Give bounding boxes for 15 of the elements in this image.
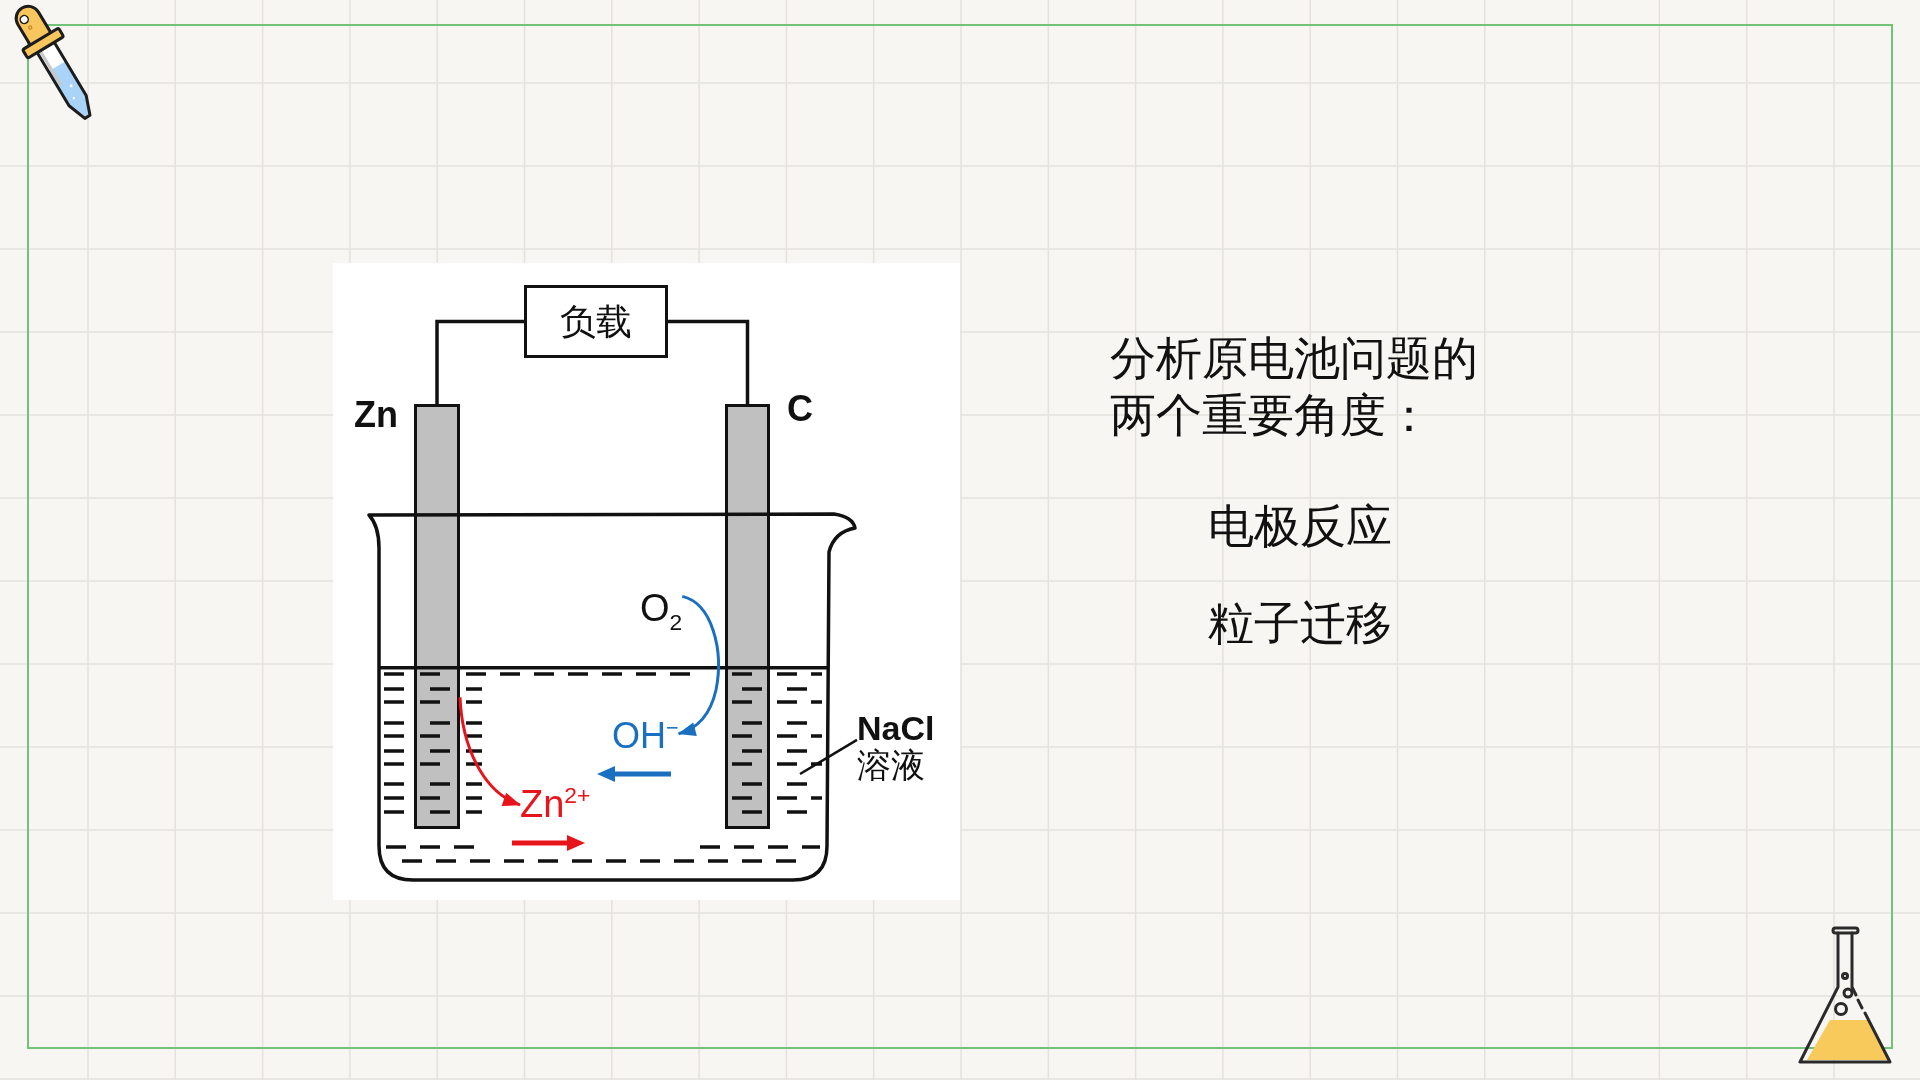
load-box: 负载 [524, 285, 668, 358]
arrow [677, 594, 720, 736]
topic-label: 粒子迁移 [1208, 596, 1392, 651]
topic-label: 电极反应 [1208, 499, 1392, 554]
leader-line [799, 738, 858, 776]
formula-label: O$_{2}$ [640, 588, 683, 630]
solution-label: NaCl溶液 [857, 710, 957, 785]
ion-label: OH$^{−}$ [612, 716, 679, 756]
heading-text: 分析原电池问题的两个重要角度： [1110, 331, 1479, 443]
ion-label: Zn$^{2+}$ [520, 784, 591, 826]
electrode-label: C [787, 391, 813, 427]
arrow [458, 697, 521, 807]
electrode-label: Zn [354, 397, 398, 433]
wire [668, 319, 750, 404]
wire [435, 319, 524, 404]
